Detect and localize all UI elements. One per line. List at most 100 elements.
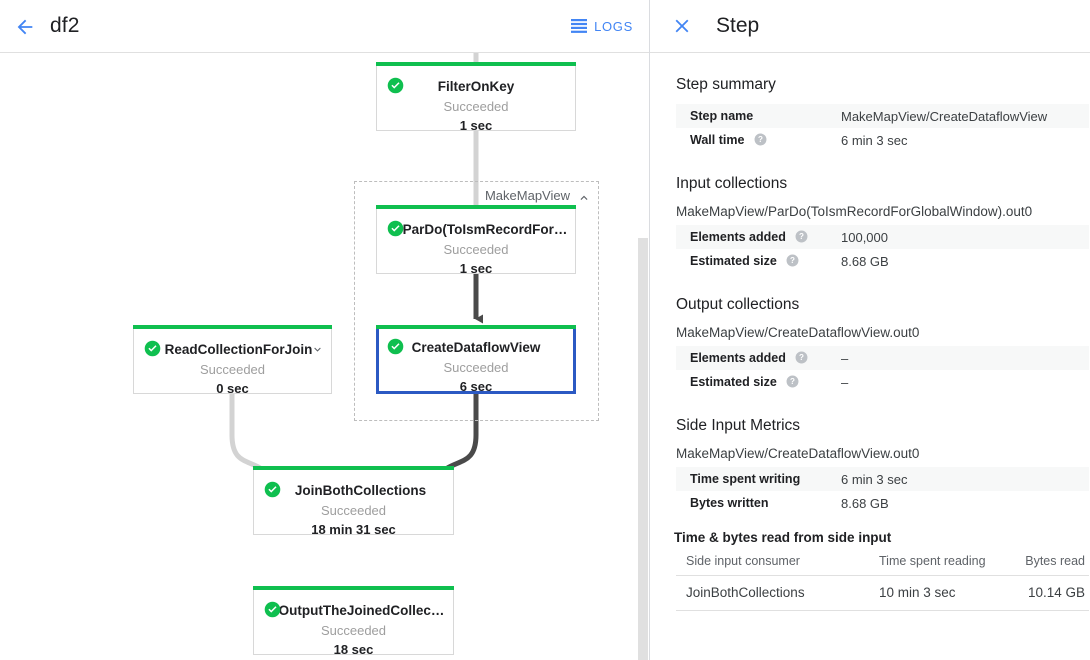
step-summary-heading: Step summary — [676, 76, 776, 93]
help-icon[interactable]: ? — [786, 254, 799, 267]
arrow-left-icon[interactable] — [8, 10, 42, 44]
svg-text:?: ? — [790, 377, 795, 386]
input-collections-table: Elements added ? 100,000 Estimated size … — [676, 225, 1089, 273]
node-status: Succeeded — [443, 242, 509, 257]
row-value: MakeMapView/CreateDataflowView — [841, 108, 1048, 124]
input-collection-name: MakeMapView/ParDo(ToIsmRecordForGlobalWi… — [676, 204, 1033, 219]
table-row: Wall time ? 6 min 3 sec — [676, 128, 1089, 152]
node-duration: 1 sec — [459, 118, 493, 133]
column-header-consumer[interactable]: Side input consumer — [676, 551, 879, 576]
node-status: Succeeded — [320, 623, 387, 638]
chevron-up-icon[interactable] — [577, 191, 591, 205]
output-collections-heading: Output collections — [676, 296, 800, 313]
table-row: Step name MakeMapView/CreateDataflowView — [676, 104, 1089, 128]
node-title: ReadCollectionForJoin — [164, 342, 313, 357]
node-title: ParDo(ToIsmRecordFor… — [402, 222, 568, 237]
row-key-label: Elements added — [690, 229, 786, 244]
cell-consumer: JoinBothCollections — [676, 575, 879, 611]
node-title: JoinBothCollections — [294, 483, 427, 498]
composite-label: MakeMapView — [484, 188, 570, 203]
row-key: Time spent writing — [690, 472, 801, 486]
column-header-bytes-read[interactable]: Bytes read — [1011, 551, 1089, 576]
close-x-icon[interactable] — [666, 10, 698, 42]
node-status-bar — [133, 325, 332, 329]
graph-scrollbar-thumb[interactable] — [638, 238, 648, 660]
step-details-pane: Step Step summary Step name MakeMapView/… — [650, 0, 1090, 660]
row-key: Elements added ? — [676, 225, 841, 249]
output-collections-table: Elements added ? – Estimated size ? — [676, 346, 1089, 394]
svg-text:?: ? — [799, 353, 804, 362]
row-key-label: Elements added — [690, 350, 786, 365]
node-status: Succeeded — [443, 360, 509, 375]
input-collections-heading: Input collections — [676, 175, 788, 192]
graph-node-join-both-collections[interactable]: JoinBothCollections Succeeded 18 min 31 … — [253, 466, 454, 537]
svg-text:?: ? — [790, 256, 795, 265]
step-panel-title: Step — [716, 14, 760, 37]
page-title: df2 — [50, 14, 80, 37]
side-input-collection-name: MakeMapView/CreateDataflowView.out0 — [676, 446, 920, 461]
column-header-time-spent-reading[interactable]: Time spent reading — [879, 551, 1011, 576]
row-value: 6 min 3 sec — [841, 471, 908, 487]
check-circle-icon — [387, 338, 404, 355]
row-key: Estimated size ? — [676, 370, 841, 394]
node-status-bar — [253, 466, 454, 470]
logs-lines-icon — [571, 19, 588, 33]
check-circle-icon — [264, 481, 281, 498]
step-details-body: Step summary Step name MakeMapView/Creat… — [650, 53, 1090, 660]
row-key-label: Estimated size — [690, 374, 777, 389]
chevron-down-icon[interactable] — [311, 343, 324, 356]
check-circle-icon — [144, 340, 161, 357]
row-key-label: Estimated size — [690, 253, 777, 268]
node-title: FilterOnKey — [437, 79, 515, 94]
node-status-bar — [376, 205, 576, 209]
node-status-bar — [376, 325, 576, 329]
svg-text:?: ? — [799, 232, 804, 241]
logs-button[interactable]: LOGS — [571, 12, 633, 40]
table-row: Bytes written 8.68 GB — [676, 491, 1089, 515]
table-header-row: Side input consumer Time spent reading B… — [676, 551, 1089, 576]
side-input-metrics-heading: Side Input Metrics — [676, 417, 801, 434]
job-graph-pane: df2 LOGS — [0, 0, 649, 660]
help-icon[interactable]: ? — [754, 133, 767, 146]
side-input-read-table: Side input consumer Time spent reading B… — [676, 551, 1089, 611]
graph-node-read-collection-for-join[interactable]: ReadCollectionForJoin Succeeded 0 sec — [133, 325, 332, 396]
node-status-bar — [376, 62, 576, 66]
row-value: 8.68 GB — [841, 495, 889, 511]
help-icon[interactable]: ? — [795, 230, 808, 243]
graph-node-pardo-to-ism-record[interactable]: ParDo(ToIsmRecordFor… Succeeded 1 sec — [376, 205, 576, 276]
row-value: 100,000 — [841, 229, 888, 245]
pane-divider — [649, 0, 650, 660]
table-row: Estimated size ? 8.68 GB — [676, 249, 1089, 273]
table-row: Estimated size ? – — [676, 370, 1089, 394]
table-row: JoinBothCollections 10 min 3 sec 10.14 G… — [676, 575, 1089, 611]
help-icon[interactable]: ? — [786, 375, 799, 388]
node-duration: 18 sec — [333, 642, 374, 657]
help-icon[interactable]: ? — [795, 351, 808, 364]
check-circle-icon — [264, 601, 281, 618]
graph-scrollbar[interactable] — [638, 53, 649, 660]
check-circle-icon — [387, 77, 404, 94]
check-circle-icon — [387, 220, 404, 237]
graph-node-create-dataflow-view[interactable]: CreateDataflowView Succeeded 6 sec — [376, 325, 576, 394]
node-status-bar — [253, 586, 454, 590]
graph-canvas[interactable]: MakeMapView FilterOnKey Succeeded 1 sec — [0, 53, 649, 660]
graph-node-output-the-joined-collection[interactable]: OutputTheJoinedCollec… Succeeded 18 sec — [253, 586, 454, 657]
table-row: Elements added ? 100,000 — [676, 225, 1089, 249]
step-panel-header: Step — [650, 0, 1090, 53]
node-duration: 1 sec — [459, 261, 493, 276]
graph-node-filter-on-key[interactable]: FilterOnKey Succeeded 1 sec — [376, 62, 576, 133]
job-header: df2 LOGS — [0, 0, 649, 53]
row-value: 8.68 GB — [841, 253, 889, 269]
cell-bytes-read: 10.14 GB — [1011, 575, 1089, 611]
node-status: Succeeded — [320, 503, 387, 518]
table-row: Time spent writing 6 min 3 sec — [676, 467, 1089, 491]
output-collection-name: MakeMapView/CreateDataflowView.out0 — [676, 325, 920, 340]
row-value: – — [841, 374, 849, 390]
composite-transform-container[interactable]: MakeMapView — [354, 181, 599, 421]
row-key-label: Wall time — [690, 132, 745, 147]
row-key: Elements added ? — [676, 346, 841, 370]
cell-time-spent-reading: 10 min 3 sec — [879, 575, 1011, 611]
node-status: Succeeded — [443, 99, 509, 114]
node-duration: 18 min 31 sec — [311, 522, 396, 537]
